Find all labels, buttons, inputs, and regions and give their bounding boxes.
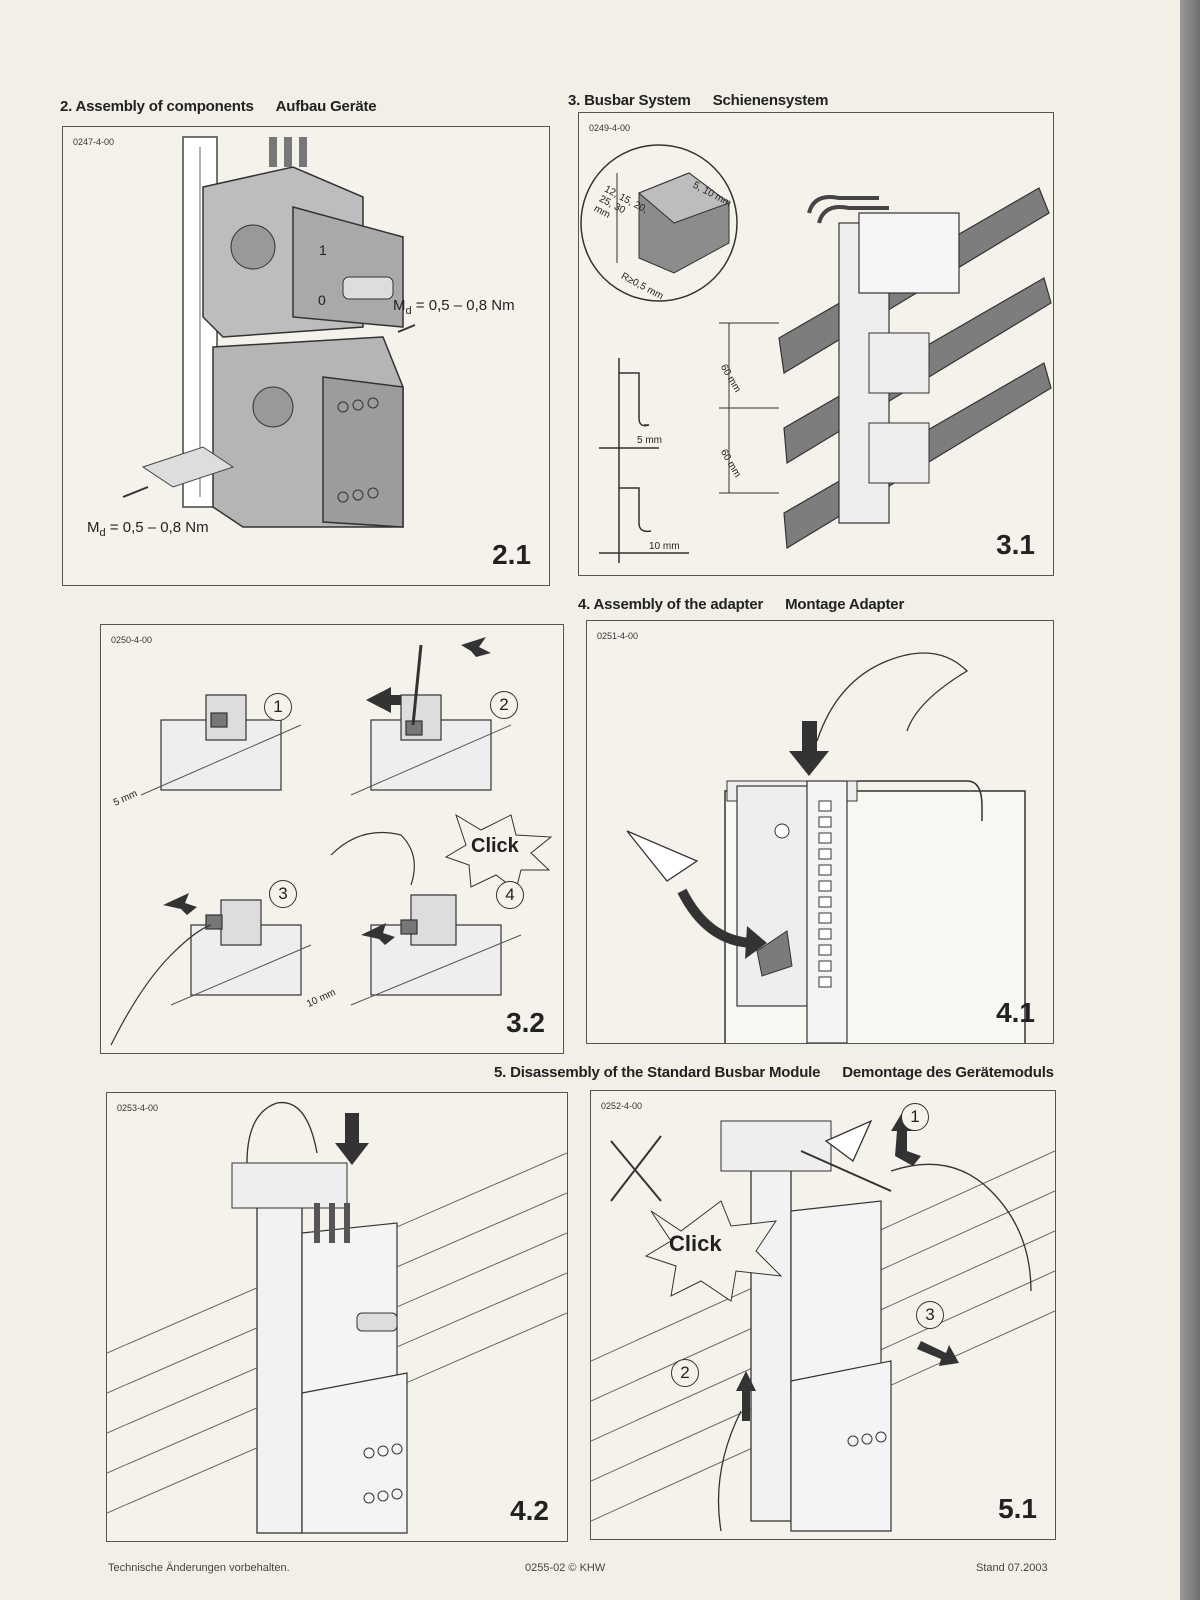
figure-number: 4.1: [996, 997, 1035, 1028]
figure-number: 3.2: [506, 1007, 545, 1038]
module-mounting-drawing: [107, 1101, 567, 1534]
torque-label-top: Md = 0,5 – 0,8 Nm: [393, 297, 515, 317]
drawing-code: 0250-4-00: [111, 635, 153, 645]
step-2-marker: 2: [671, 1359, 699, 1387]
figure-2-1-panel: 0247-4-00 1: [62, 126, 550, 586]
figure-3-1-panel: 0249-4-00: [578, 112, 1054, 576]
figure-number: 2.1: [492, 539, 531, 570]
svg-text:1: 1: [319, 242, 327, 258]
click-label: Click: [669, 1231, 722, 1256]
drawing-code: 0253-4-00: [117, 1103, 159, 1113]
footer-date: Stand 07.2003: [976, 1562, 1048, 1574]
torque-label-bottom: Md = 0,5 – 0,8 Nm: [87, 519, 209, 539]
clip-10mm-label: 10 mm: [649, 541, 680, 552]
figure-4-2-panel: 0253-4-00 4.2: [106, 1092, 568, 1542]
click-label: Click: [471, 835, 519, 857]
module-disassembly-drawing: [591, 1111, 1055, 1532]
step-2-marker: 2: [490, 691, 518, 719]
busbar-system-drawing: [580, 144, 1052, 563]
step-3-marker: 3: [916, 1301, 944, 1329]
drawing-code: 0251-4-00: [597, 631, 639, 641]
step-1-marker: 1: [901, 1103, 929, 1131]
drawing-code: 0249-4-00: [589, 123, 631, 133]
section-heading-5: 5. Disassembly of the Standard Busbar Mo…: [494, 1064, 1054, 1081]
figure-number: 5.1: [998, 1493, 1037, 1524]
footer-disclaimer: Technische Änderungen vorbehalten.: [108, 1562, 290, 1574]
busbar-clip-steps-drawing: [110, 637, 553, 1046]
figure-4-1-panel: 0251-4-00: [586, 620, 1054, 1044]
svg-text:0: 0: [318, 292, 326, 308]
figure-number: 4.2: [510, 1495, 549, 1526]
clip-5mm-label: 5 mm: [637, 435, 662, 446]
drawing-code: 0247-4-00: [73, 137, 115, 147]
device-assembly-drawing: 1 0: [122, 136, 416, 528]
page-edge: [1180, 0, 1200, 1600]
drawing-code: 0252-4-00: [601, 1101, 643, 1111]
footer-doc-id: 0255-02 © KHW: [525, 1562, 606, 1574]
step-4-marker: 4: [496, 881, 524, 909]
step-1-marker: 1: [264, 693, 292, 721]
figure-3-2-panel: 0250-4-00: [100, 624, 564, 1054]
figure-number: 3.1: [996, 529, 1035, 560]
adapter-mounting-drawing: [626, 652, 1026, 1043]
step-3-marker: 3: [269, 880, 297, 908]
figure-5-1-panel: 0252-4-00: [590, 1090, 1056, 1540]
